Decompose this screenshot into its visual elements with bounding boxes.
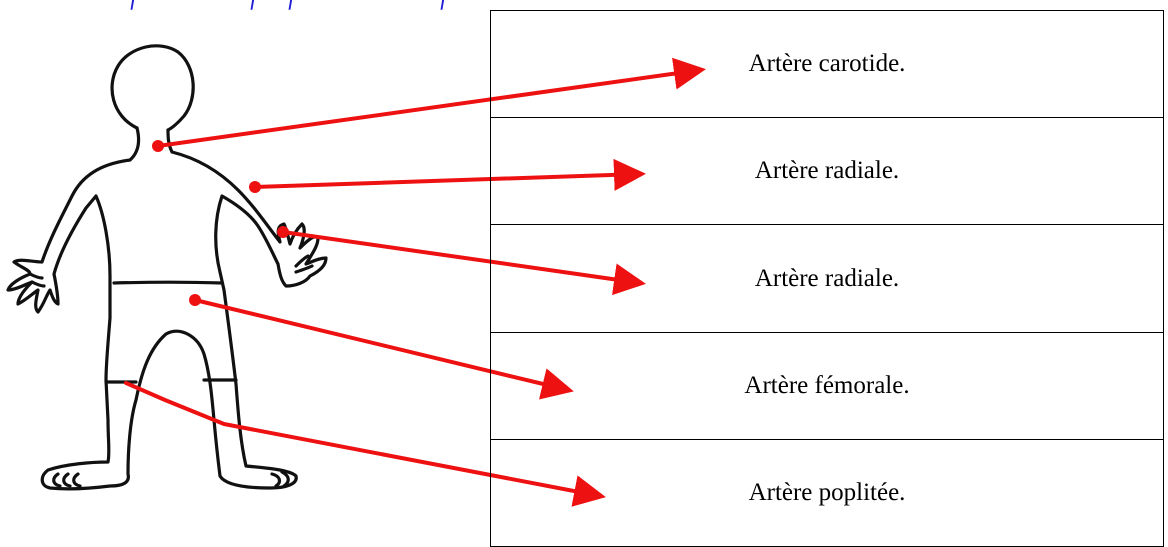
arrow-femorale [193,298,574,400]
dot-radiale-wrist [277,226,289,238]
waistband-line [112,280,224,285]
arrow-radiale-wrist [281,230,646,296]
head-outline [110,44,195,132]
arrow-carotide [156,57,706,148]
dot-radiale-arm [249,181,261,193]
toes-left [52,472,82,488]
arrow-radiale-arm [253,158,646,191]
fingers-left [28,272,46,288]
artery-label-table: Artère carotide. Artère radiale. Artère … [490,10,1164,547]
label-cell-radiale-2: Artère radiale. [491,225,1163,333]
label-carotide: Artère carotide. [748,50,906,78]
label-femorale: Artère fémorale. [744,371,910,399]
dot-femorale [189,294,201,306]
fingers-right [294,254,314,274]
label-cell-femorale: Artère fémorale. [491,333,1163,440]
arrow-poplitee [124,381,606,507]
label-cell-radiale-1: Artère radiale. [491,118,1163,226]
label-poplitee: Artère poplitée. [748,478,906,506]
label-radiale-2: Artère radiale. [754,264,900,292]
label-cell-poplitee: Artère poplitée. [491,440,1163,546]
toes-right [270,470,290,488]
label-cell-carotide: Artère carotide. [491,11,1163,119]
label-radiale-1: Artère radiale. [754,157,900,185]
dot-carotide [152,140,164,152]
